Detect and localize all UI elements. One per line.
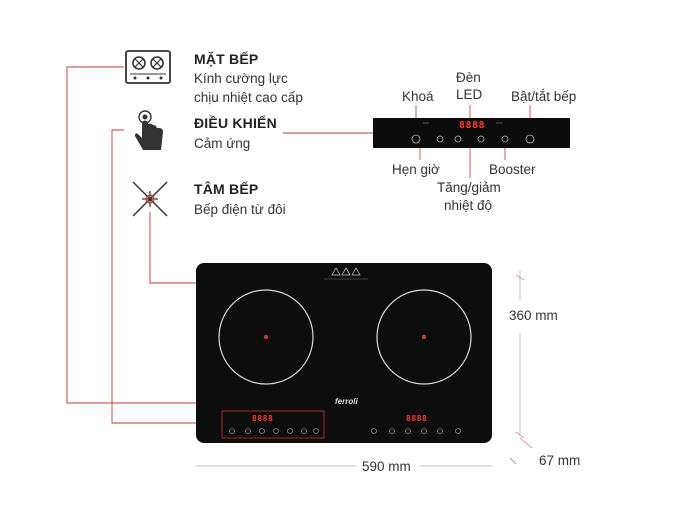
dimension-height: 67 mm	[539, 453, 581, 468]
cooktop-right-led: 8888	[406, 414, 428, 423]
cooktop-left-led: 8888	[252, 414, 274, 423]
callout-lock: Khoá	[402, 89, 434, 104]
dimension-depth: 360 mm	[509, 308, 558, 323]
touch-hand-icon	[131, 108, 167, 159]
feature-desc-control: Cảm ứng	[194, 136, 251, 151]
stove-top-icon	[125, 50, 171, 89]
callout-led-1: Đèn	[456, 70, 481, 85]
callout-adjust-1: Tăng/giảm	[437, 180, 501, 195]
induction-cooktop: 8888 8888	[196, 263, 492, 443]
callout-adjust-2: nhiệt độ	[444, 198, 493, 213]
feature-desc-glass-2: chịu nhiệt cao cấp	[194, 90, 303, 105]
brand-logo: ferroli	[335, 397, 358, 406]
cooking-zone-icon	[131, 180, 169, 223]
callout-power: Bật/tắt bếp	[511, 89, 577, 104]
feature-title-zone: TÂM BẾP	[194, 181, 259, 197]
callout-led-2: LED	[456, 87, 483, 102]
callout-timer: Hẹn giờ	[392, 162, 440, 177]
control-panel-strip: 8888	[373, 118, 570, 148]
feature-desc-zone: Bếp điện từ đôi	[194, 202, 286, 217]
control-panel-led: 8888	[459, 120, 486, 131]
feature-desc-glass-1: Kính cường lực	[194, 71, 288, 86]
callout-booster: Booster	[489, 162, 536, 177]
dimension-width: 590 mm	[362, 459, 411, 474]
feature-title-glass: MẶT BẾP	[194, 51, 259, 67]
feature-title-control: ĐIỀU KHIỂN	[194, 115, 277, 131]
